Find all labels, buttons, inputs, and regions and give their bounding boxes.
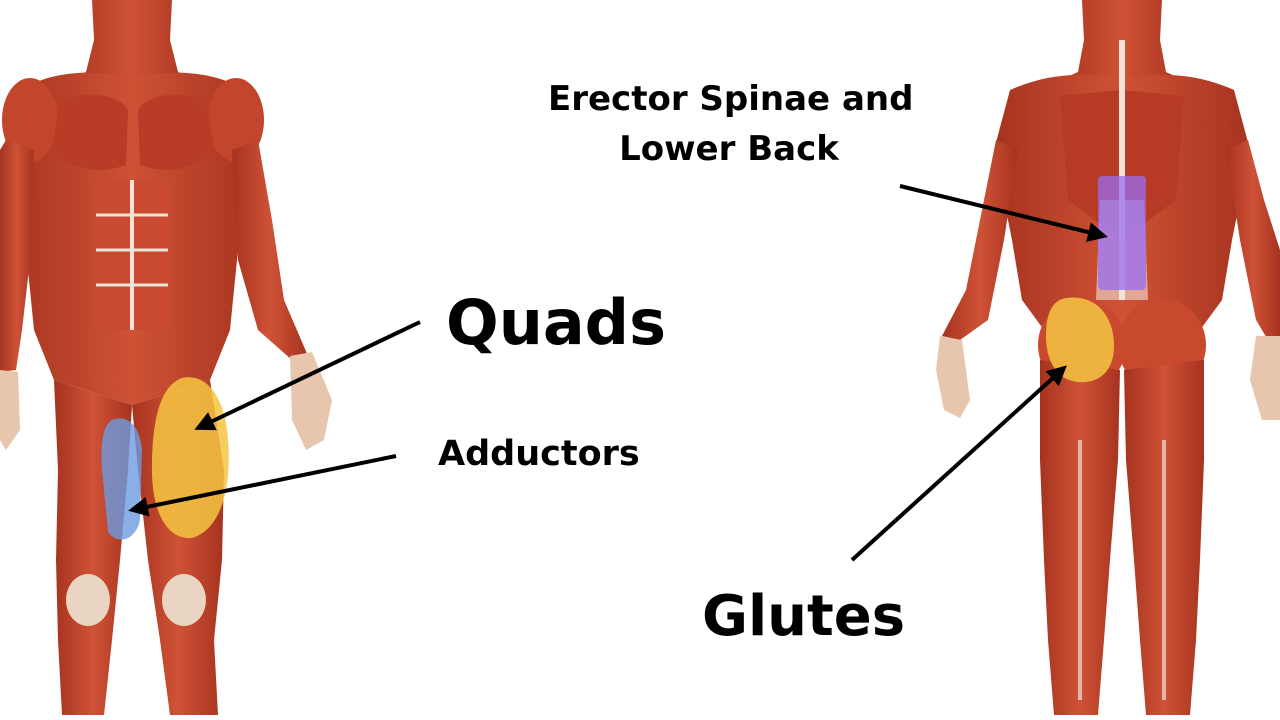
erector-spinae-arrow <box>899 184 1108 242</box>
front-body-figure <box>0 0 332 715</box>
glutes-label: Glutes <box>702 584 906 649</box>
front-left-pec <box>52 94 128 170</box>
adductors-arrow <box>128 454 397 517</box>
erector-spinae-highlight <box>1098 176 1146 290</box>
front-right-shoulder <box>208 78 264 162</box>
front-right-arm <box>232 140 308 360</box>
front-left-shoulder <box>2 78 58 162</box>
glutes-arrow <box>850 365 1067 562</box>
front-right-pec <box>138 94 214 170</box>
quads-highlight <box>152 377 229 539</box>
front-left-arm <box>0 140 34 372</box>
adductors-label: Adductors <box>438 434 640 474</box>
quads-arrow <box>194 320 421 431</box>
adductors-highlight <box>101 418 142 540</box>
back-right-hand <box>1250 336 1280 420</box>
back-left-arm <box>942 140 1018 340</box>
back-right-arm <box>1226 140 1280 340</box>
erector-spinae-label: Erector Spinae and Lower Back <box>548 74 914 174</box>
front-neck <box>62 0 200 80</box>
front-left-knee <box>66 574 110 626</box>
front-right-knee <box>162 574 206 626</box>
quads-label: Quads <box>446 286 666 359</box>
front-left-hand <box>0 370 20 450</box>
glutes-highlight <box>1046 297 1114 383</box>
back-left-hand <box>936 336 970 418</box>
front-right-hand <box>290 352 332 450</box>
erector-spinae-label-line1: Erector Spinae and <box>548 79 914 119</box>
erector-spinae-label-line2: Lower Back <box>619 129 839 169</box>
